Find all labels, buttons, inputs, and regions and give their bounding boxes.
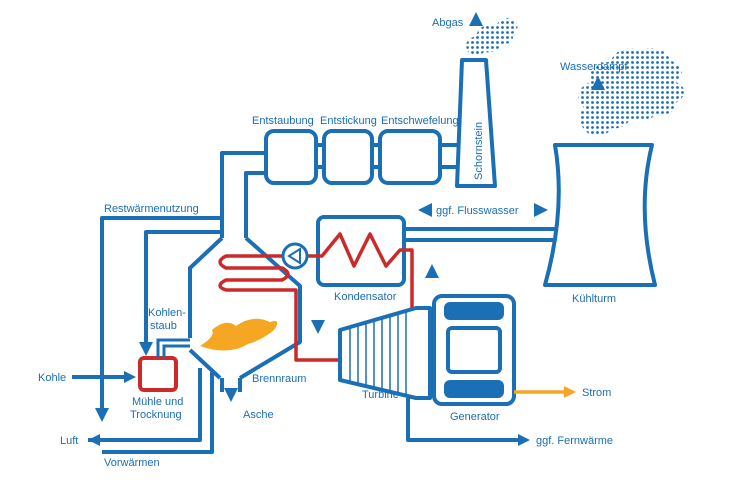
label-fernwaerme: ggf. Fernwärme: [536, 435, 613, 447]
entstaubung-box: [264, 129, 318, 185]
restwaerme-arrow-icon: [95, 408, 109, 422]
generator: [432, 294, 516, 406]
label-muehle-1: Mühle und: [132, 396, 183, 408]
flue-gas-cleaning: [264, 129, 442, 185]
wasserdampf-arrow-icon: [591, 76, 605, 90]
asche-arrow-icon: [224, 388, 238, 402]
label-brennraum: Brennraum: [252, 373, 306, 385]
label-entschwefelung: Entschwefelung: [381, 115, 459, 127]
exhaust-cloud-icon: [466, 18, 518, 55]
chimney: [455, 18, 518, 188]
steam-cloud-icon: [578, 48, 685, 136]
pump-icon: [281, 242, 309, 270]
label-flusswasser: ggf. Flusswasser: [436, 205, 519, 217]
label-entstickung: Entstickung: [320, 115, 377, 127]
label-vorwaermen: Vorwärmen: [104, 457, 160, 469]
label-entstaubung: Entstaubung: [252, 115, 314, 127]
steam-down-arrow-icon: [311, 320, 325, 334]
label-kuehlturm: Kühlturm: [572, 293, 616, 305]
flusswasser-arrow-left-icon: [418, 203, 432, 217]
mill-box: [138, 356, 178, 392]
label-kohle: Kohle: [38, 372, 66, 384]
entschwefelung-box: [378, 129, 442, 185]
label-strom: Strom: [582, 387, 611, 399]
kohle-arrow-icon: [124, 371, 136, 383]
abgas-arrow-icon: [469, 12, 483, 26]
blue-pipes: [72, 143, 555, 454]
kohlenstaub-arrow-icon: [139, 342, 153, 356]
turbine: [338, 306, 440, 400]
flusswasser-arrow-right-icon: [534, 203, 548, 217]
label-muehle-2: Trocknung: [130, 409, 182, 421]
cooling-tower: [543, 48, 685, 287]
label-asche: Asche: [243, 409, 274, 421]
label-kondensator: Kondensator: [334, 291, 397, 303]
label-abgas: Abgas: [432, 17, 464, 29]
flame-icon: [200, 318, 278, 351]
label-kohlenstaub-2: staub: [150, 320, 177, 332]
flow-arrows: [88, 12, 605, 446]
label-luft: Luft: [60, 435, 78, 447]
label-restwaermenutzung: Restwärmenutzung: [104, 203, 199, 215]
entstickung-box: [322, 129, 374, 185]
label-schornstein: Schornstein: [473, 122, 485, 180]
label-kohlenstaub-1: Kohlen-: [148, 307, 186, 319]
label-generator: Generator: [450, 411, 500, 423]
luft-arrow-icon: [88, 434, 100, 446]
label-wasserdampf: Wasserdampf: [560, 61, 628, 73]
fernwaerme-arrow-icon: [518, 434, 530, 446]
condenser-return-arrow-icon: [425, 264, 439, 278]
label-turbine: Turbine: [362, 389, 399, 401]
